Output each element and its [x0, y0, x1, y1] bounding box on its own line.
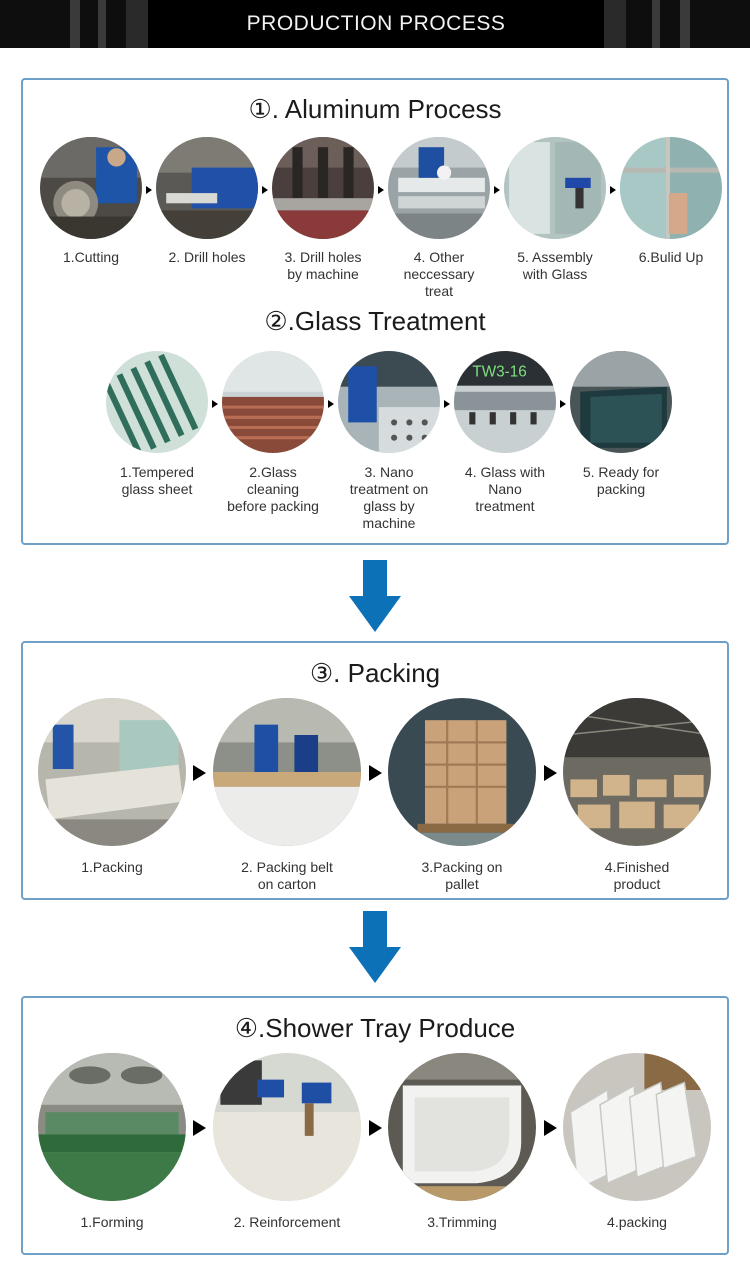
panel-aluminum-glass: ①. Aluminum Process 1.Cutting 2. Drill h…	[21, 78, 729, 545]
arrow-icon	[146, 186, 152, 194]
step-trimming: 3.Trimming	[387, 1053, 537, 1243]
panel-shower-tray: ④.Shower Tray Produce 1.Forming 2. Reinf…	[21, 996, 729, 1255]
arrow-icon	[610, 186, 616, 194]
step-label: 1.Forming	[80, 1214, 144, 1230]
step-label: 3.Packing on pallet	[421, 859, 503, 892]
step-label: 4. Glass with Nano treatment	[464, 464, 546, 514]
step-label: 2. Drill holes	[168, 249, 246, 265]
pallet-photo	[388, 698, 536, 846]
arrow-icon	[544, 765, 557, 781]
step-label: 2. Packing belt on carton	[241, 859, 333, 892]
trimming-photo	[388, 1053, 536, 1201]
drill-photo	[156, 137, 258, 239]
step-drill-machine: 3. Drill holes by machine	[271, 137, 375, 287]
section-title-aluminum: ①. Aluminum Process	[248, 94, 502, 124]
section-title-glass: ②.Glass Treatment	[264, 306, 486, 336]
treat-photo	[388, 137, 490, 239]
glass-sheet-photo	[106, 351, 208, 453]
tray-packing-photo	[563, 1053, 711, 1201]
arrow-icon	[544, 1120, 557, 1136]
nano-glass-photo: TW3-16	[454, 351, 556, 453]
step-label: 3.Trimming	[427, 1214, 497, 1230]
cutting-photo	[40, 137, 142, 239]
step-drill-holes: 2. Drill holes	[155, 137, 259, 265]
arrow-icon	[560, 400, 566, 408]
reinforcement-photo	[213, 1053, 361, 1201]
step-packing-belt: 2. Packing belt on carton	[212, 698, 362, 908]
down-arrow-icon	[349, 560, 401, 632]
step-forming: 1.Forming	[37, 1053, 187, 1243]
arrow-icon	[444, 400, 450, 408]
page-title: PRODUCTION PROCESS	[246, 12, 506, 35]
arrow-icon	[262, 186, 268, 194]
step-packing-pallet: 3.Packing on pallet	[387, 698, 537, 908]
step-tray-packing: 4.packing	[562, 1053, 712, 1243]
step-assembly: 5. Assembly with Glass	[503, 137, 607, 287]
step-other-treat: 4. Other neccessary treat	[387, 137, 491, 307]
warehouse-photo	[563, 698, 711, 846]
arrow-icon	[378, 186, 384, 194]
glass-cleaning-photo	[222, 351, 324, 453]
step-finished-product: 4.Finished product	[562, 698, 712, 908]
step-label: 6.Bulid Up	[638, 249, 704, 265]
section-title-tray: ④.Shower Tray Produce	[234, 1013, 516, 1043]
header-banner: PRODUCTION PROCESS	[0, 0, 750, 48]
step-ready-packing: 5. Ready for packing	[569, 351, 673, 501]
assembly-photo	[504, 137, 606, 239]
build-up-photo	[620, 137, 722, 239]
packing-photo	[38, 698, 186, 846]
step-label: 5. Ready for packing	[582, 464, 660, 497]
ready-packing-photo	[570, 351, 672, 453]
arrow-icon	[193, 765, 206, 781]
step-reinforcement: 2. Reinforcement	[212, 1053, 362, 1243]
step-cutting: 1.Cutting	[39, 137, 143, 265]
arrow-icon	[369, 1120, 382, 1136]
step-label: 4.packing	[607, 1214, 667, 1230]
step-label: 3. Drill holes by machine	[284, 249, 362, 282]
panel-packing: ③. Packing 1.Packing 2. Packing belt on …	[21, 641, 729, 900]
arrow-icon	[494, 186, 500, 194]
forming-photo	[38, 1053, 186, 1201]
step-nano-machine: 3. Nano treatment on glass by machine	[337, 351, 441, 536]
step-packing: 1.Packing	[37, 698, 187, 888]
step-label: 1.Tempered glass sheet	[120, 464, 194, 497]
step-label: 2.Glass cleaning before packing	[227, 464, 319, 514]
step-label: 1.Packing	[81, 859, 143, 875]
step-label: 4.Finished product	[604, 859, 670, 892]
arrow-icon	[328, 400, 334, 408]
step-glass-cleaning: 2.Glass cleaning before packing	[221, 351, 325, 521]
nano-machine-photo	[338, 351, 440, 453]
step-nano-glass: TW3-16 4. Glass with Nano treatment	[453, 351, 557, 521]
arrow-icon	[193, 1120, 206, 1136]
machine-drill-photo	[272, 137, 374, 239]
arrow-icon	[369, 765, 382, 781]
section-title-packing: ③. Packing	[309, 658, 441, 688]
header-title-box: PRODUCTION PROCESS	[148, 0, 604, 48]
step-build-up: 6.Bulid Up	[619, 137, 723, 265]
arrow-icon	[212, 400, 218, 408]
step-tempered-glass: 1.Tempered glass sheet	[105, 351, 209, 501]
step-label: 3. Nano treatment on glass by machine	[349, 464, 429, 531]
step-label: 1.Cutting	[62, 249, 120, 265]
step-label: 2. Reinforcement	[233, 1214, 341, 1230]
packing-belt-photo	[213, 698, 361, 846]
down-arrow-icon	[349, 911, 401, 983]
machine-sign-text: TW3-16	[472, 364, 526, 381]
step-label: 5. Assembly with Glass	[517, 249, 593, 282]
step-label: 4. Other neccessary treat	[403, 249, 475, 299]
